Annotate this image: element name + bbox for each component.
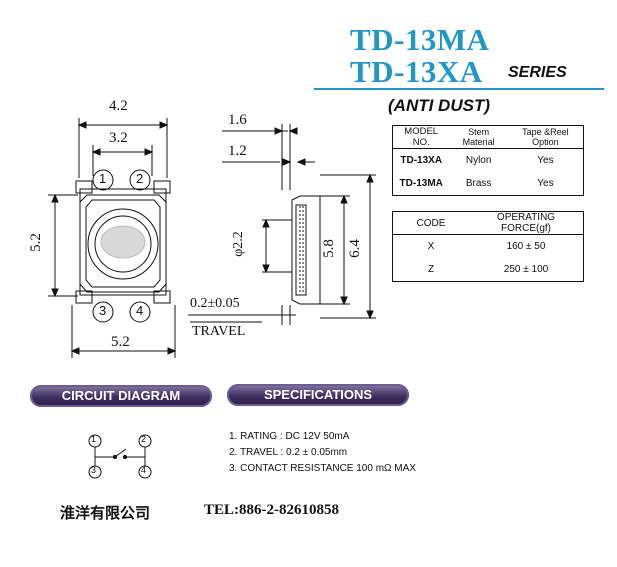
force-cell: 160 ± 50 — [506, 241, 546, 252]
dim-side-6-4: 6.4 — [346, 239, 363, 258]
tape-cell: Yes — [537, 155, 554, 166]
dim-side-5-8: 5.8 — [320, 239, 337, 258]
model-cell: TD-13XA — [400, 155, 443, 166]
spec-line-1: 1. RATING : DC 12V 50mA — [229, 431, 350, 442]
circuit-pin-2: 2 — [141, 434, 147, 444]
dim-bottom-width: 5.2 — [111, 334, 130, 350]
table-row: TD-13XA Nylon Yes — [393, 149, 584, 173]
telephone: TEL:886-2-82610858 — [204, 502, 339, 518]
company-name: 淮洋有限公司 — [60, 506, 151, 522]
dim-side-1-6: 1.6 — [228, 112, 247, 128]
title-line-1: TD-13MA — [350, 22, 490, 57]
stem-cell: Brass — [465, 178, 492, 189]
circuit-diagram-heading: CIRCUIT DIAGRAM — [30, 385, 212, 407]
force-table: CODE OPERATING FORCE(gf) X 160 ± 50 Z 25… — [392, 211, 584, 282]
table-row: X 160 ± 50 — [393, 235, 584, 259]
model-table: MODEL NO. Stem Material Tape &Reel Optio… — [392, 125, 584, 196]
circuit-pin-3: 3 — [91, 465, 97, 475]
circuit-pin-1: 1 — [91, 434, 97, 444]
circuit-pin-4: 4 — [141, 465, 147, 475]
dimension-drawing — [48, 118, 376, 358]
dim-inner-width: 3.2 — [109, 130, 128, 146]
table-row: TD-13MA Brass Yes — [393, 172, 584, 196]
tape-cell: Yes — [537, 178, 554, 189]
code-cell: Z — [427, 264, 435, 275]
specifications-heading: SPECIFICATIONS — [227, 384, 409, 406]
dim-height-left: 5.2 — [27, 233, 44, 252]
table-row: Z 250 ± 100 — [393, 258, 584, 282]
pin-label-2: 2 — [136, 171, 144, 186]
force-header-force: OPERATING FORCE(gf) — [496, 212, 556, 234]
model-cell: TD-13MA — [399, 178, 443, 189]
spec-line-2: 2. TRAVEL : 0.2 ± 0.05mm — [229, 447, 348, 458]
series-label: SERIES — [508, 64, 567, 81]
dim-top-width: 4.2 — [109, 98, 128, 114]
title-line-2: TD-13XA — [350, 54, 483, 89]
subtitle: (ANTI DUST) — [388, 96, 490, 115]
stem-cell: Nylon — [465, 155, 492, 166]
model-table-header: MODEL NO. Stem Material Tape &Reel Optio… — [392, 125, 584, 149]
pin-label-4: 4 — [136, 303, 144, 318]
force-table-header: CODE OPERATING FORCE(gf) — [392, 212, 584, 235]
title-underline — [314, 88, 604, 90]
force-cell: 250 ± 100 — [503, 264, 549, 275]
force-header-code: CODE — [416, 217, 446, 229]
travel-value: 0.2±0.05 — [190, 296, 240, 311]
travel-label: TRAVEL — [192, 324, 246, 339]
spec-line-3: 3. CONTACT RESISTANCE 100 mΩ MAX — [229, 463, 416, 474]
pin-label-1: 1 — [99, 171, 107, 186]
dim-diameter: φ2.2 — [230, 231, 246, 257]
circuit-symbol — [88, 434, 152, 479]
model-header-tape: Tape &Reel Option — [522, 127, 569, 147]
model-header-stem: Stem Material — [462, 127, 495, 147]
code-cell: X — [427, 241, 435, 252]
model-header-model: MODEL NO. — [404, 126, 439, 148]
dim-side-1-2: 1.2 — [228, 143, 247, 159]
pin-label-3: 3 — [99, 303, 107, 318]
